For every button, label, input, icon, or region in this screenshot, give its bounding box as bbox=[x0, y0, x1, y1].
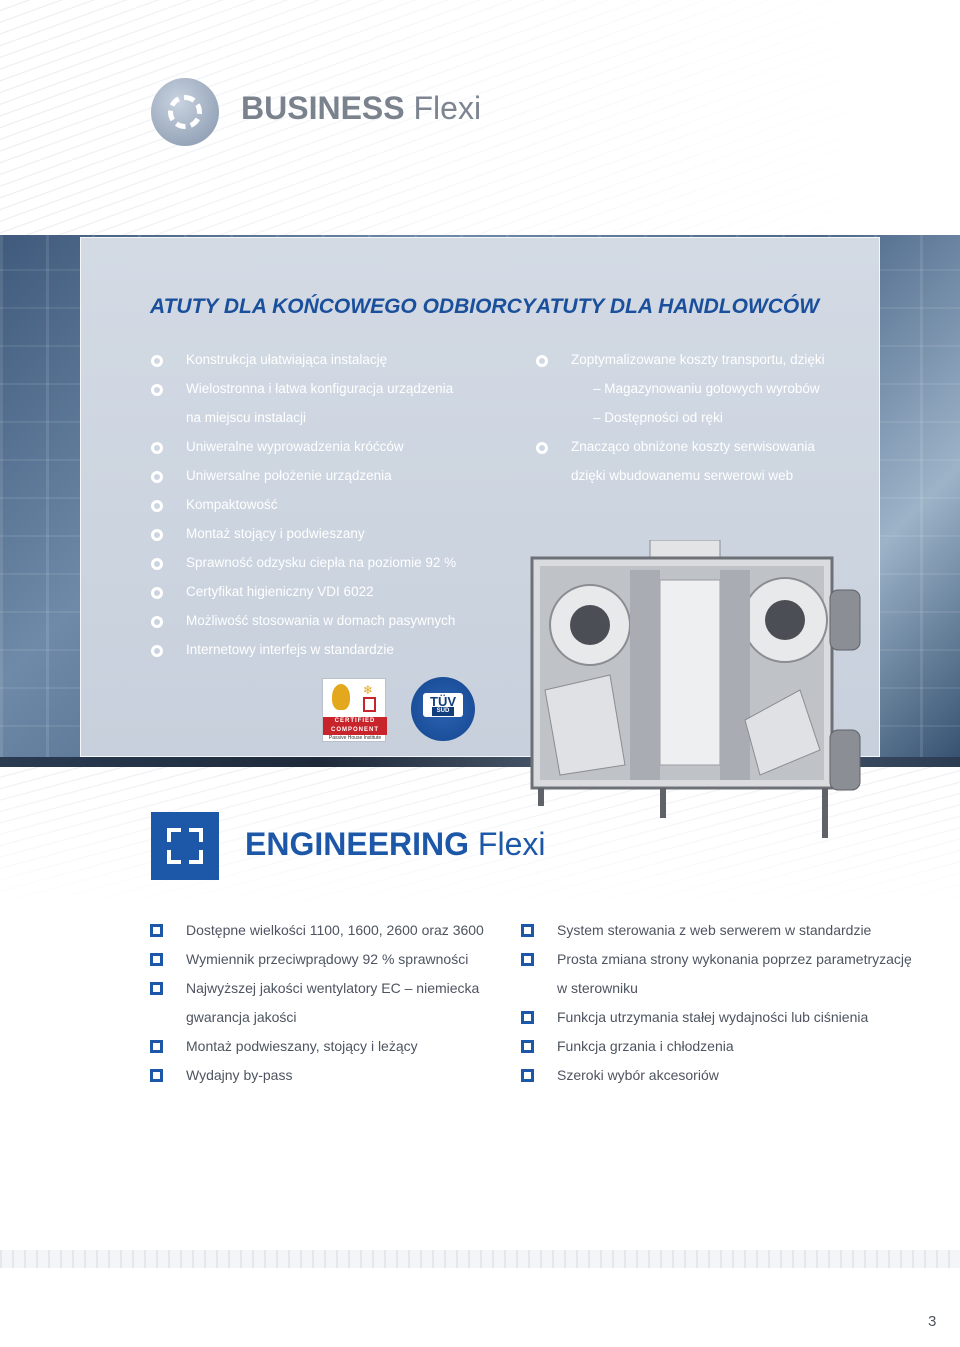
circle-bullet-icon bbox=[536, 355, 548, 367]
tuv-logo-icon: TÜV SÜD bbox=[423, 693, 463, 717]
page-number: 3 bbox=[928, 1313, 937, 1330]
fan-left-hub bbox=[570, 605, 610, 645]
sud-label: SÜD bbox=[432, 707, 454, 716]
list-item: Najwyższej jakości wentylatory EC – niem… bbox=[186, 980, 480, 996]
circle-bullet-icon bbox=[151, 500, 163, 512]
circle-bullet-icon bbox=[151, 529, 163, 541]
bracket-square-icon bbox=[151, 812, 219, 880]
list-item: System sterowania z web serwerem w stand… bbox=[557, 922, 872, 938]
snowflake-icon: ❄ bbox=[363, 683, 374, 697]
list-item: Zoptymalizowane koszty transportu, dzięk… bbox=[571, 352, 825, 367]
list-item: Uniwersalne położenie urządzenia bbox=[186, 468, 392, 483]
circle-ring-icon bbox=[168, 95, 202, 129]
circle-bullet-icon bbox=[151, 442, 163, 454]
list-item: Wielostronna i łatwa konfiguracja urządz… bbox=[186, 381, 454, 396]
unit-partition-right bbox=[720, 570, 750, 780]
engineering-title: ENGINEERING Flexi bbox=[245, 826, 545, 863]
fan-right-hub bbox=[765, 600, 805, 640]
filter-right bbox=[744, 689, 821, 776]
list-item: Wymiennik przeciwprądowy 92 % sprawności bbox=[186, 951, 469, 967]
square-bullet-icon bbox=[150, 924, 163, 937]
list-item-continued: w sterowniku bbox=[557, 980, 638, 996]
passive-house-institute-label: Passive House Institute bbox=[328, 735, 382, 741]
passive-house-logo-icon: ❄ bbox=[323, 679, 387, 717]
tuv-label: TÜV bbox=[430, 694, 456, 709]
list-item-continued: na miejscu instalacji bbox=[186, 410, 307, 425]
house-icon bbox=[363, 697, 376, 712]
heat-exchanger bbox=[659, 579, 721, 766]
unit-leg bbox=[822, 788, 828, 838]
square-bullet-icon bbox=[521, 1069, 534, 1082]
list-item: Konstrukcja ułatwiająca instalację bbox=[186, 352, 388, 367]
list-item: Prosta zmiana strony wykonania poprzez p… bbox=[557, 951, 912, 967]
component-label: COMPONENT bbox=[331, 727, 379, 733]
business-title: BUSINESS Flexi bbox=[241, 90, 481, 127]
square-bullet-icon bbox=[521, 1040, 534, 1053]
list-subitem: – Dostępności od ręki bbox=[593, 410, 723, 425]
tuv-sud-certificate: TÜV SÜD bbox=[411, 677, 475, 741]
circle-bullet-icon bbox=[151, 645, 163, 657]
circle-bullet-icon bbox=[151, 587, 163, 599]
unit-partition-left bbox=[630, 570, 660, 780]
dealers-heading: ATUTY DLA HANDLOWCÓW bbox=[536, 295, 820, 318]
business-title-bold: BUSINESS bbox=[241, 90, 405, 126]
passive-house-p-icon bbox=[332, 684, 350, 710]
list-item: Funkcja utrzymania stałej wydajności lub… bbox=[557, 1009, 869, 1025]
bracket-gap-vertical bbox=[165, 842, 205, 850]
filter-left bbox=[544, 674, 626, 776]
list-item: Kompaktowość bbox=[186, 497, 278, 512]
engineering-title-bold: ENGINEERING bbox=[245, 826, 470, 862]
list-item: Internetowy interfejs w standardzie bbox=[186, 642, 394, 657]
list-item: Możliwość stosowania w domach pasywnych bbox=[186, 613, 456, 628]
square-bullet-icon bbox=[521, 1011, 534, 1024]
list-item: Znacząco obniżone koszty serwisowania bbox=[571, 439, 815, 454]
square-bullet-icon bbox=[150, 1069, 163, 1082]
list-item: Certyfikat higieniczny VDI 6022 bbox=[186, 584, 374, 599]
certified-component-bar: CERTIFIED COMPONENT bbox=[323, 717, 387, 735]
square-bullet-icon bbox=[521, 924, 534, 937]
list-item: Dostępne wielkości 1100, 1600, 2600 oraz… bbox=[186, 922, 484, 938]
unit-leg bbox=[538, 788, 544, 806]
list-item: Funkcja grzania i chłodzenia bbox=[557, 1038, 734, 1054]
certified-label: CERTIFIED bbox=[334, 718, 376, 724]
duct-connector-bottom-icon bbox=[829, 729, 861, 791]
list-item: Uniweralne wyprowadzenia króćców bbox=[186, 439, 404, 454]
list-item-continued: dzięki wbudowanemu serwerowi web bbox=[571, 468, 794, 483]
decorative-bottom-band bbox=[0, 1250, 960, 1268]
list-item: Wydajny by-pass bbox=[186, 1067, 293, 1083]
duct-connector-top-icon bbox=[829, 589, 861, 651]
list-item: Montaż stojący i podwieszany bbox=[186, 526, 365, 541]
circle-bullet-icon bbox=[151, 384, 163, 396]
passive-house-certificate: ❄ CERTIFIED COMPONENT Passive House Inst… bbox=[322, 678, 387, 742]
circle-bullet-icon bbox=[151, 355, 163, 367]
square-bullet-icon bbox=[150, 1040, 163, 1053]
list-item: Sprawność odzysku ciepła na poziomie 92 … bbox=[186, 555, 457, 570]
list-item: Montaż podwieszany, stojący i leżący bbox=[186, 1038, 418, 1054]
circle-bullet-icon bbox=[151, 616, 163, 628]
end-user-heading: ATUTY DLA KOŃCOWEGO ODBIORCY bbox=[150, 295, 536, 318]
list-item-continued: gwarancja jakości bbox=[186, 1009, 297, 1025]
circle-bullet-icon bbox=[151, 558, 163, 570]
background-dark-strip bbox=[0, 757, 960, 767]
engineering-title-light: Flexi bbox=[477, 826, 546, 862]
square-bullet-icon bbox=[150, 953, 163, 966]
circle-bullet-icon bbox=[151, 471, 163, 483]
list-item: Szeroki wybór akcesoriów bbox=[557, 1067, 719, 1083]
square-bullet-icon bbox=[150, 982, 163, 995]
circle-bullet-icon bbox=[536, 442, 548, 454]
air-handling-unit-image bbox=[530, 540, 861, 838]
list-subitem: – Magazynowaniu gotowych wyrobów bbox=[593, 381, 820, 396]
unit-leg bbox=[660, 788, 666, 818]
square-bullet-icon bbox=[521, 953, 534, 966]
business-title-light: Flexi bbox=[413, 90, 482, 126]
